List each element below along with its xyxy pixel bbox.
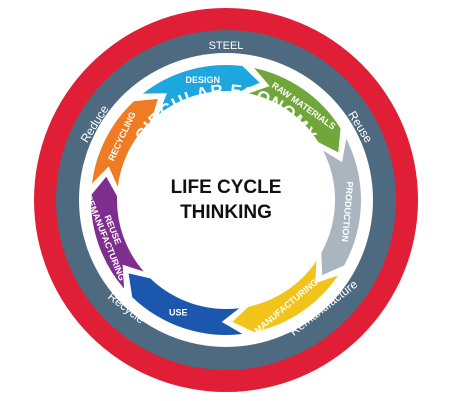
steel-label: STEEL [209, 40, 244, 52]
arrow-segment [142, 65, 260, 115]
center-line-1: LIFE CYCLE [171, 177, 282, 198]
arrow-segment [92, 98, 158, 187]
segment-label: DESIGN [185, 75, 220, 85]
arrow-segment [232, 260, 338, 333]
arrow-segment [128, 273, 243, 335]
arrow-segment [248, 67, 341, 153]
center-circle [118, 92, 334, 308]
arrow-segment [90, 176, 144, 289]
center-line-2: THINKING [180, 202, 272, 223]
segment-label: USE [169, 307, 188, 317]
arrow-segment [321, 138, 362, 276]
